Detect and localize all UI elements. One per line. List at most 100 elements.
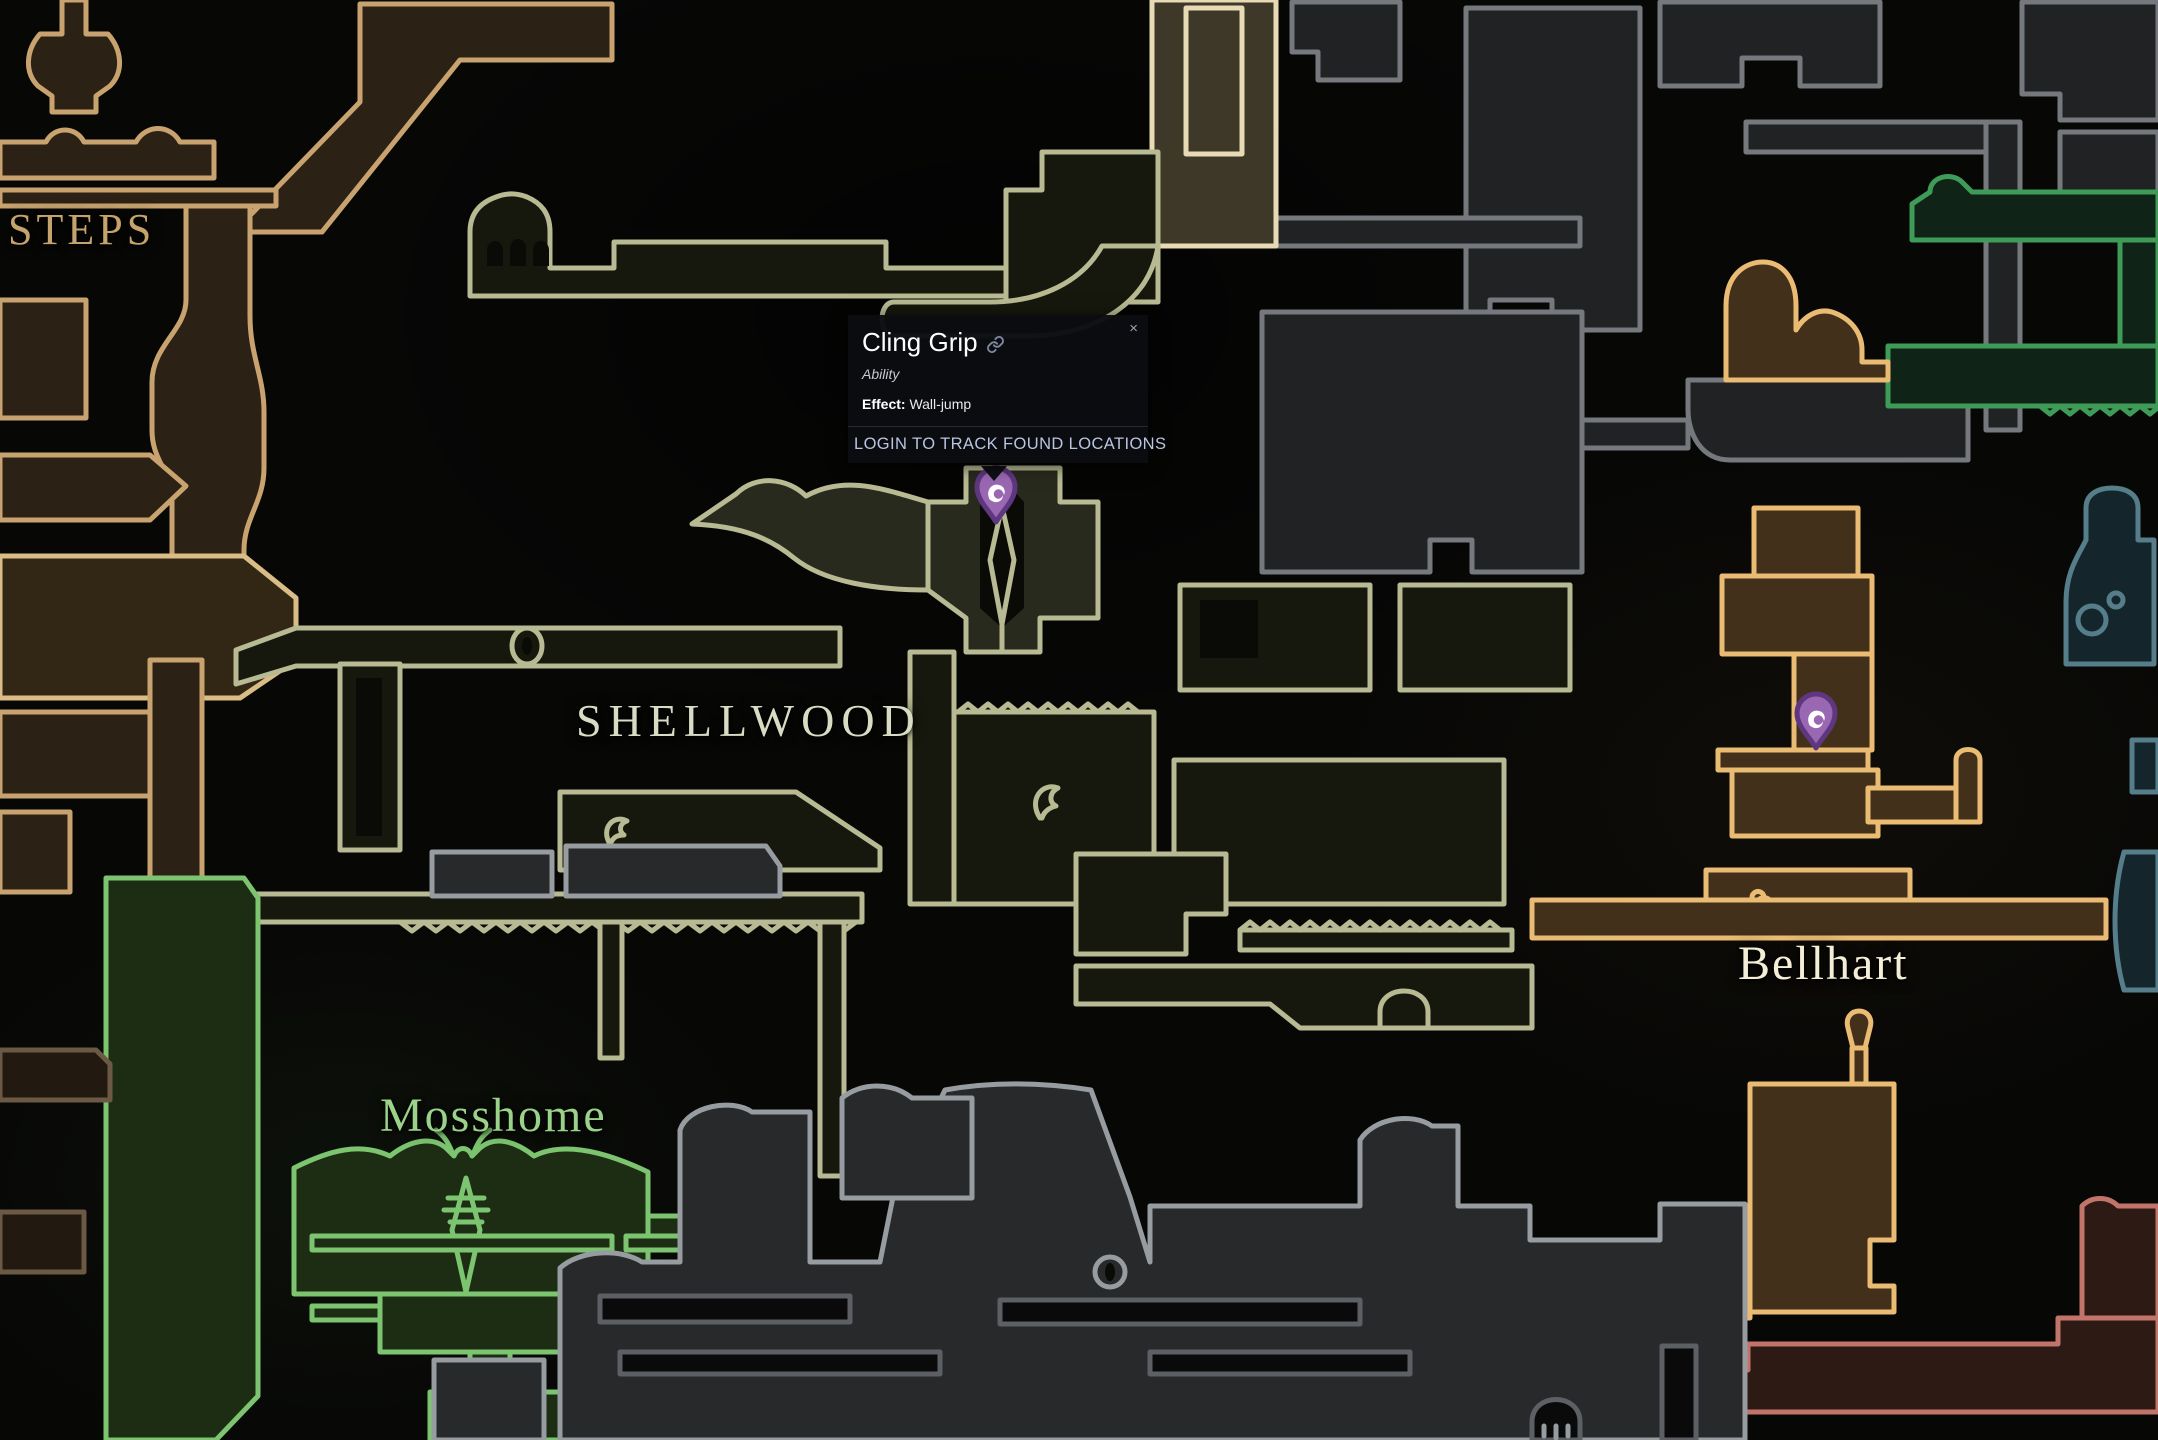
- lamp-gear: [2075, 603, 2109, 637]
- room: [2117, 237, 2158, 349]
- room: [1729, 767, 1881, 839]
- room: [1463, 5, 1643, 333]
- room: [1909, 174, 2158, 243]
- room: [149, 203, 267, 603]
- room: [2079, 1196, 2158, 1321]
- corridor-slot: [1147, 1349, 1413, 1377]
- marker-popup: × Cling Grip Ability Effect: Wall-jump L…: [848, 315, 1166, 463]
- room: [1697, 1315, 2158, 1415]
- popup-pointer-arrow: [981, 466, 1007, 481]
- creature-curl: [604, 816, 630, 847]
- room: [1579, 417, 1691, 451]
- room: [1719, 573, 1875, 657]
- mosshome-house: [291, 1138, 651, 1297]
- room: [429, 849, 555, 899]
- room-window: [1183, 5, 1245, 157]
- room: [1657, 0, 1883, 89]
- green-shaft: [103, 875, 261, 1440]
- shell-ornament-core: [1105, 1263, 1115, 1281]
- room: [147, 657, 205, 893]
- room: [2019, 0, 2158, 123]
- lamp-gear-small: [2106, 590, 2126, 610]
- region-gray-rooms: [1259, 0, 2158, 575]
- region-cream-tower: [1149, 0, 1279, 249]
- link-icon[interactable]: [986, 335, 1005, 354]
- room: [0, 126, 217, 181]
- room: [431, 1357, 547, 1440]
- bell-tower: [1747, 1081, 1897, 1315]
- wing-room: [689, 478, 931, 593]
- corridor: [1865, 785, 1959, 825]
- room: [1237, 927, 1515, 953]
- room: [1259, 309, 1585, 575]
- room-serration: [1237, 919, 1503, 933]
- arch-detail: [1377, 988, 1431, 1029]
- room: [1289, 0, 1403, 83]
- room: [0, 809, 73, 895]
- room: [563, 843, 783, 899]
- room: [0, 709, 155, 799]
- corridor-ornament-core: [522, 637, 532, 655]
- ledge: [1715, 747, 1871, 773]
- room: [1743, 119, 2003, 155]
- popup-effect-value: Wall-jump: [909, 396, 972, 412]
- popup-effect: Effect: Wall-jump: [862, 396, 1134, 412]
- corridor-slot: [997, 1297, 1363, 1327]
- room: [839, 1083, 975, 1201]
- shaft: [597, 919, 625, 1061]
- room: [0, 297, 89, 421]
- corridor: [1529, 897, 2109, 941]
- room: [1751, 505, 1861, 579]
- room: [231, 1, 615, 235]
- bell-room: [1723, 259, 1891, 383]
- room: [0, 452, 189, 523]
- corridor-slot: [617, 1349, 943, 1377]
- pillar-slot: [356, 678, 382, 836]
- room-window: [1200, 600, 1258, 658]
- spire: [987, 503, 1017, 655]
- room: [1073, 963, 1535, 1031]
- region-edge-rooms: [0, 1047, 113, 1275]
- room: [0, 1209, 87, 1275]
- corridor-slot: [597, 1293, 853, 1325]
- region-steps-rooms: [0, 0, 615, 895]
- hook-shaft: [1953, 747, 1983, 825]
- tower-neck: [1844, 1008, 1874, 1087]
- room: [377, 1291, 563, 1355]
- platform: [309, 1233, 615, 1253]
- region-bellhart-rooms: [1529, 259, 2109, 1321]
- corridor-slot: [1659, 1343, 1699, 1440]
- bottom-gray-cluster: [431, 1081, 1748, 1440]
- room: [26, 0, 122, 115]
- room: [0, 187, 279, 209]
- region-shellwood-rooms: [157, 149, 1573, 1179]
- room: [1885, 343, 2158, 409]
- region-salmon-rooms: [1697, 1196, 2158, 1415]
- creature-curl: [1033, 784, 1061, 821]
- corridor: [907, 649, 957, 907]
- room: [1273, 215, 1583, 249]
- corridor-serration: [397, 919, 859, 934]
- room: [0, 1047, 113, 1103]
- lamp-room: [2063, 485, 2157, 667]
- house-antennae: [433, 1127, 493, 1155]
- room-cluster: [557, 1081, 1748, 1440]
- room: [1073, 851, 1229, 957]
- close-icon[interactable]: ×: [1129, 320, 1138, 337]
- popup-effect-label: Effect:: [862, 396, 906, 412]
- popup-title: Cling Grip: [862, 327, 978, 357]
- room-serration: [2037, 403, 2158, 417]
- region-teal-rooms: [2063, 485, 2158, 993]
- room: [2129, 737, 2158, 795]
- shrine-window: [510, 239, 526, 266]
- shrine-window: [487, 241, 503, 266]
- login-to-track-link[interactable]: LOGIN TO TRACK FOUND LOCATIONS: [848, 426, 1166, 463]
- region-green-rooms: [1885, 174, 2158, 417]
- tree-shrine: [467, 191, 1017, 299]
- room: [1397, 582, 1573, 693]
- shrine-window: [533, 241, 549, 266]
- room-serration: [955, 701, 1141, 715]
- arch-fringe: [1541, 1423, 1571, 1440]
